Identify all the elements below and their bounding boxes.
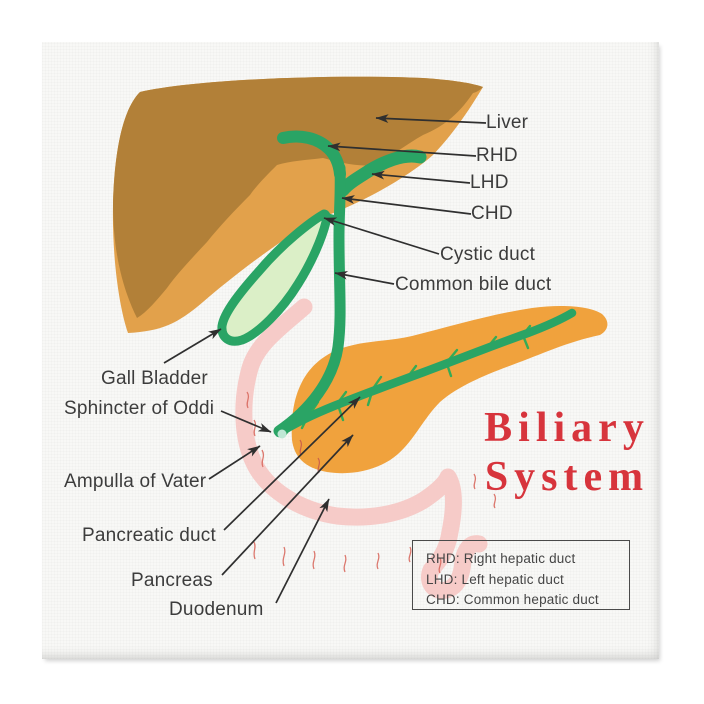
gall-bladder-arrow [163,328,222,364]
chd-label: CHD [471,203,513,224]
sphincter-arrow [220,410,272,433]
common-bile-duct-arrow [334,270,395,285]
poster-title: Biliary System [467,404,667,502]
poster-title-line1: Biliary [484,405,650,451]
common-bile-duct-label: Common bile duct [395,274,552,295]
sphincter-label: Sphincter of Oddi [64,398,215,419]
annotation-arrows [163,114,487,604]
liver-label: Liver [486,112,529,133]
liver-arrow [375,114,487,124]
left-hepatic-duct-shape [336,149,427,197]
chd-arrow [341,195,472,215]
duodenum-label: Duodenum [169,599,264,620]
lhd-label: LHD [470,172,509,193]
common-bile-duct-shape [273,162,346,437]
pancreatic-duct-shape [274,308,577,438]
duodenum-squiggles [246,391,497,574]
cystic-duct-arrow [323,217,440,255]
rhd-label: RHD [476,145,518,166]
rhd-arrow [327,142,477,157]
biliary-diagram [112,76,608,604]
pancreatic-duct-arrow [223,396,361,531]
ampulla-dot [277,429,287,439]
ampulla-label: Ampulla of Vater [64,471,207,492]
pancreas-label: Pancreas [131,570,213,591]
legend-box: RHD: Right hepatic duct LHD: Left hepati… [412,540,630,610]
legend-item-chd: CHD: Common hepatic duct [426,592,599,607]
cystic-duct-label: Cystic duct [440,244,536,265]
lhd-arrow [371,170,471,184]
liver-shape [113,76,483,318]
ampulla-arrow [208,445,261,480]
pancreas-arrow [221,434,354,576]
duodenum-arrow [275,498,330,604]
canvas-print: Liver RHD LHD CHD Cystic duct Common bil… [42,42,659,659]
legend-item-rhd: RHD: Right hepatic duct [426,551,576,566]
legend-item-lhd: LHD: Left hepatic duct [426,571,564,587]
gall-bladder-label: Gall Bladder [101,368,208,389]
poster-title-line2: System [484,454,650,500]
pancreatic-duct-label: Pancreatic duct [82,525,216,546]
